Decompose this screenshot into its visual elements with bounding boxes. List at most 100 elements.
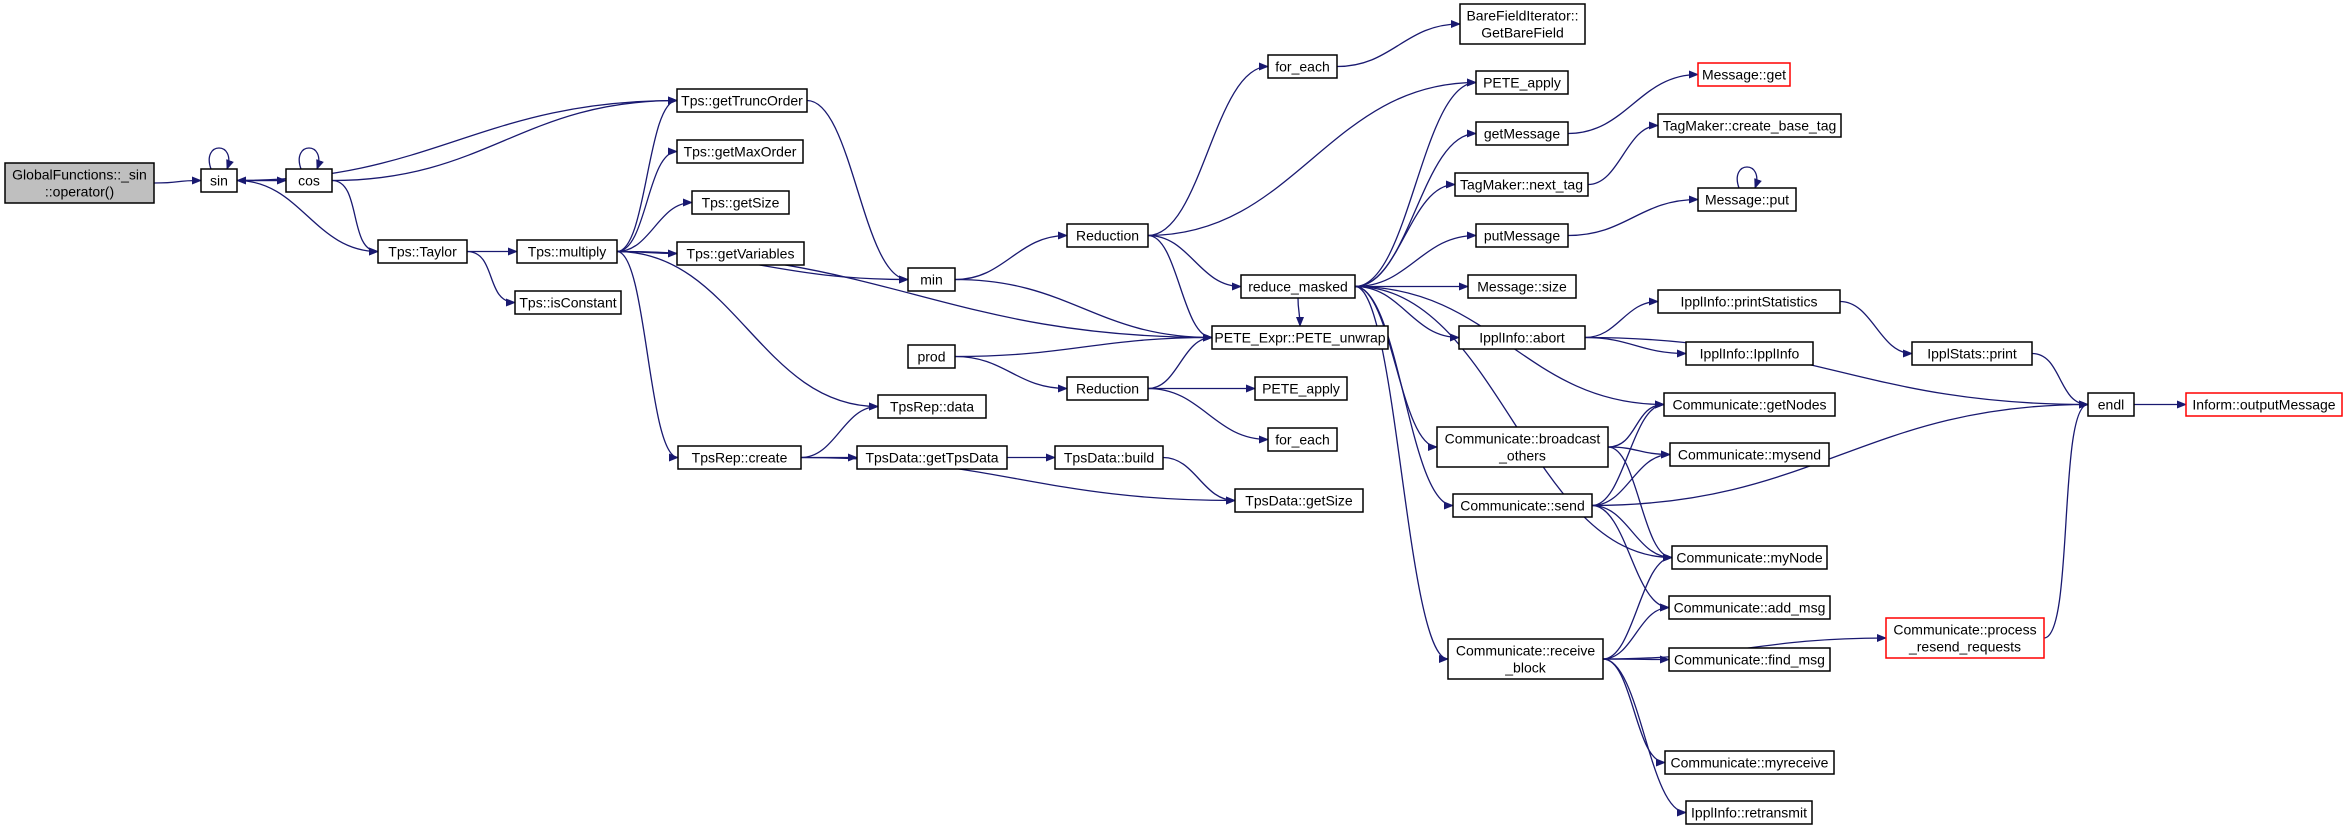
node-ipplinfo[interactable]: IpplInfo::IpplInfo: [1685, 341, 1814, 366]
node-label: Inform::outputMessage: [2192, 397, 2335, 413]
node-recvblock[interactable]: Communicate::receive_block: [1447, 638, 1604, 680]
node-trunc[interactable]: Tps::getTruncOrder: [676, 88, 808, 113]
node-taylor[interactable]: Tps::Taylor: [377, 239, 468, 264]
node-myreceive[interactable]: Communicate::myreceive: [1664, 750, 1835, 775]
node-mynode[interactable]: Communicate::myNode: [1671, 545, 1828, 570]
node-bcast[interactable]: Communicate::broadcast_others: [1436, 426, 1609, 468]
node-label: TpsRep::create: [692, 450, 788, 466]
node-label: IpplInfo::IpplInfo: [1700, 346, 1800, 362]
call-edge-recvblock-to-addmsg: [1602, 603, 1670, 660]
node-box: [1066, 223, 1149, 248]
node-datasize[interactable]: TpsData::getSize: [1234, 488, 1364, 513]
node-box: [856, 445, 1008, 470]
node-sin[interactable]: sin: [200, 168, 238, 193]
node-label: _others: [1498, 448, 1546, 464]
call-edge-red1-to-peteapply1: [1147, 78, 1477, 237]
node-send[interactable]: Communicate::send: [1452, 493, 1593, 518]
node-endl[interactable]: endl: [2087, 392, 2135, 417]
node-box: [1436, 426, 1609, 468]
node-red1[interactable]: Reduction: [1066, 223, 1149, 248]
node-outmsg[interactable]: Inform::outputMessage: [2185, 392, 2343, 417]
call-edge-resend-to-endl: [2043, 400, 2089, 639]
node-isconst[interactable]: Tps::isConstant: [514, 290, 622, 315]
node-abort[interactable]: IpplInfo::abort: [1458, 325, 1586, 350]
node-prod[interactable]: prod: [907, 344, 956, 369]
node-label: Communicate::myreceive: [1671, 755, 1829, 771]
node-findmsg[interactable]: Communicate::find_msg: [1668, 647, 1831, 672]
node-label: Reduction: [1076, 228, 1139, 244]
node-label: TagMaker::create_base_tag: [1663, 118, 1837, 134]
node-label: for_each: [1275, 432, 1329, 448]
node-printstats[interactable]: IpplInfo::printStatistics: [1657, 289, 1841, 314]
node-getnodes[interactable]: Communicate::getNodes: [1663, 392, 1836, 417]
call-edge-min-to-unwrap: [954, 278, 1213, 342]
node-label: IpplInfo::printStatistics: [1681, 294, 1818, 310]
node-min[interactable]: min: [907, 267, 956, 292]
node-box: [1267, 427, 1338, 452]
node-repcreate[interactable]: TpsRep::create: [677, 445, 802, 470]
node-foreach1[interactable]: for_each: [1267, 54, 1338, 79]
node-foreach2[interactable]: for_each: [1267, 427, 1338, 452]
call-edge-red1-to-unwrap: [1147, 234, 1213, 342]
node-cos[interactable]: cos: [285, 168, 333, 193]
node-peteapply1[interactable]: PETE_apply: [1475, 70, 1569, 95]
node-gettpsdata[interactable]: TpsData::getTpsData: [856, 445, 1008, 470]
node-msgput[interactable]: Message::put: [1697, 187, 1797, 212]
node-retransmit[interactable]: IpplInfo::retransmit: [1685, 800, 1813, 825]
node-label: Reduction: [1076, 381, 1139, 397]
node-root[interactable]: GlobalFunctions::_sin::operator(): [4, 162, 155, 204]
node-getmessage[interactable]: getMessage: [1475, 121, 1569, 146]
node-createbasetag[interactable]: TagMaker::create_base_tag: [1657, 113, 1842, 138]
call-edge-reduce-to-abort: [1354, 285, 1460, 342]
node-tpsvars[interactable]: Tps::getVariables: [676, 241, 805, 266]
node-mysend[interactable]: Communicate::mysend: [1669, 442, 1830, 467]
node-repdata[interactable]: TpsRep::data: [877, 394, 987, 419]
node-label: sin: [210, 173, 228, 189]
call-edge-abort-to-printstats: [1584, 297, 1659, 339]
node-box: [1685, 800, 1813, 825]
call-edge-recvblock-to-mynode: [1602, 553, 1673, 660]
node-label: PETE_apply: [1262, 381, 1340, 397]
node-label: Tps::getSize: [702, 195, 780, 211]
node-bare[interactable]: BareFieldIterator::GetBareField: [1459, 3, 1586, 45]
call-edge-multiply-to-trunc: [616, 96, 678, 253]
node-box: [1066, 376, 1149, 401]
call-edge-trunc-to-min: [806, 99, 909, 284]
node-msgget[interactable]: Message::get: [1697, 62, 1791, 87]
node-multiply[interactable]: Tps::multiply: [516, 239, 618, 264]
node-reduce[interactable]: reduce_masked: [1240, 274, 1356, 299]
node-label: TpsData::getSize: [1245, 493, 1353, 509]
node-box: [514, 290, 622, 315]
node-addmsg[interactable]: Communicate::add_msg: [1668, 595, 1831, 620]
node-label: prod: [917, 349, 945, 365]
call-edge-msgput-to-msgput: [1736, 166, 1762, 189]
node-box: [1467, 274, 1577, 299]
call-edge-reduce-to-putmessage: [1354, 231, 1477, 288]
node-box: [200, 168, 238, 193]
call-edge-recvblock-to-retransmit: [1602, 658, 1687, 817]
node-tpssize[interactable]: Tps::getSize: [691, 190, 790, 215]
node-nexttag[interactable]: TagMaker::next_tag: [1454, 172, 1589, 197]
call-edge-red2-to-unwrap: [1147, 333, 1213, 390]
call-edge-root-to-sin: [153, 176, 202, 185]
node-label: GlobalFunctions::_sin: [12, 167, 147, 183]
call-edge-prod-to-red2: [954, 355, 1068, 393]
node-box: [1452, 493, 1593, 518]
node-box: [677, 445, 802, 470]
node-msgsize[interactable]: Message::size: [1467, 274, 1577, 299]
node-statsprint[interactable]: IpplStats::print: [1911, 341, 2033, 366]
node-maxorder[interactable]: Tps::getMaxOrder: [676, 139, 804, 164]
node-unwrap[interactable]: PETE_Expr::PETE_unwrap: [1211, 325, 1389, 350]
node-red2[interactable]: Reduction: [1066, 376, 1149, 401]
node-box: [285, 168, 333, 193]
call-edge-sin-to-sin: [208, 147, 234, 170]
node-box: [1458, 325, 1586, 350]
node-build[interactable]: TpsData::build: [1054, 445, 1164, 470]
node-resend[interactable]: Communicate::process_resend_requests: [1885, 617, 2045, 659]
node-label: TpsData::getTpsData: [865, 450, 998, 466]
node-label: Communicate::broadcast: [1445, 431, 1601, 447]
node-putmessage[interactable]: putMessage: [1475, 223, 1569, 248]
node-peteapply2[interactable]: PETE_apply: [1254, 376, 1348, 401]
call-edge-send-to-addmsg: [1591, 504, 1670, 612]
